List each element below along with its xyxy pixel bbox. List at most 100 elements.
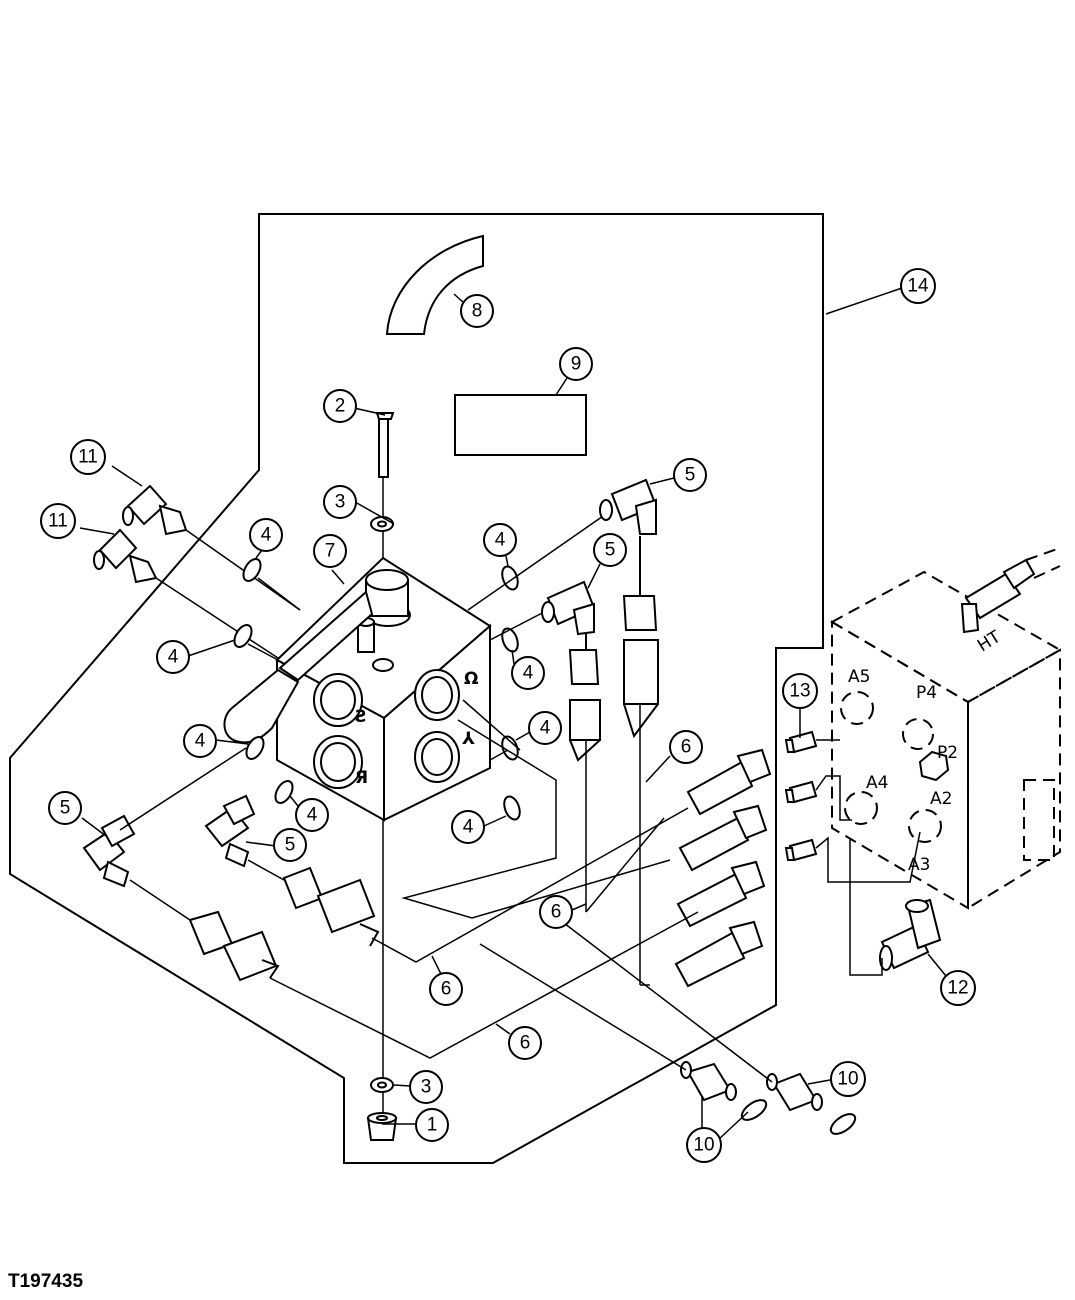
svg-text:10: 10: [837, 1069, 858, 1090]
figure-id: T197435: [8, 1271, 84, 1292]
bolt: [375, 412, 395, 478]
svg-text:4: 4: [168, 647, 179, 668]
callout-5-a: 5: [673, 458, 707, 492]
svg-text:14: 14: [907, 276, 929, 297]
svg-text:4: 4: [540, 718, 551, 739]
manifold-block: [829, 570, 1063, 910]
ht-elbow-fitting: [960, 547, 1061, 634]
o-ring-4: [274, 780, 294, 804]
o-ring-10-left: [740, 1099, 768, 1121]
port-label-a5: A5: [848, 667, 870, 687]
o-ring-8: [503, 795, 521, 821]
callout-6-b: 6: [539, 895, 573, 929]
callout-14: 14: [900, 268, 936, 304]
callout-4-h: 4: [451, 810, 485, 844]
port-label-p4: P4: [916, 683, 937, 703]
valve-handle: [223, 590, 374, 744]
callout-6-a: 6: [669, 730, 703, 764]
svg-text:4: 4: [495, 530, 506, 551]
elbow-fitting-12: [879, 898, 942, 971]
fitting-a4: [784, 780, 818, 804]
svg-text:6: 6: [441, 979, 452, 1000]
callout-8: 8: [460, 294, 494, 328]
valve-face-mark-top-left: Ƨ: [355, 707, 367, 727]
o-ring-1: [242, 558, 262, 582]
callout-4-e: 4: [483, 523, 517, 557]
callout-6-c: 6: [429, 972, 463, 1006]
hose-left-2: [282, 866, 380, 947]
callout-13: 13: [782, 673, 818, 709]
elbow-fitting-5-top: [599, 478, 658, 535]
callout-4-d: 4: [295, 798, 329, 832]
svg-text:11: 11: [48, 511, 68, 532]
callout-5-b: 5: [593, 533, 627, 567]
callout-3-bottom: 3: [409, 1070, 443, 1104]
svg-text:5: 5: [60, 798, 71, 819]
o-ring-6: [501, 627, 519, 653]
callout-6-d: 6: [508, 1026, 542, 1060]
callout-2: 2: [323, 389, 357, 423]
callout-9: 9: [559, 347, 593, 381]
callout-10-right: 10: [830, 1061, 866, 1097]
valve-face-mark-bottom-left: Я: [355, 768, 368, 788]
svg-text:4: 4: [463, 817, 474, 838]
leader-lines: [79, 287, 947, 1141]
valve-face-mark-bottom-right: ⅄: [462, 729, 475, 749]
svg-text:5: 5: [605, 540, 616, 561]
svg-text:4: 4: [307, 805, 318, 826]
o-ring-3: [245, 736, 265, 760]
svg-text:6: 6: [681, 737, 692, 758]
hose-vertical-1: [568, 634, 601, 912]
callout-3-top: 3: [323, 485, 357, 519]
callout-11-upper: 11: [70, 439, 106, 475]
hose-left-1: [188, 910, 280, 982]
svg-text:3: 3: [335, 492, 346, 513]
port-label-a2: A2: [930, 789, 952, 809]
callout-4-c: 4: [183, 724, 217, 758]
svg-text:5: 5: [285, 835, 296, 856]
o-ring-2: [233, 624, 253, 648]
fitting-11-upper: [122, 484, 188, 536]
callout-4-b: 4: [156, 640, 190, 674]
callout-5-c: 5: [48, 791, 82, 825]
svg-text:2: 2: [335, 396, 346, 417]
hose-right-4: [674, 920, 764, 988]
fitting-11-lower: [93, 528, 158, 584]
valve-face-mark-top-right: Ω: [464, 669, 478, 689]
svg-text:12: 12: [947, 978, 968, 999]
svg-text:11: 11: [78, 447, 98, 468]
callout-10-left: 10: [686, 1127, 722, 1163]
port-label-p2: P2: [937, 743, 958, 763]
valve-block: [275, 556, 492, 822]
svg-text:1: 1: [427, 1115, 438, 1136]
kit-boundary-outline: [9, 213, 824, 1164]
svg-text:4: 4: [195, 731, 206, 752]
fitting-10-right: [766, 1072, 823, 1112]
svg-text:9: 9: [571, 354, 582, 375]
svg-text:13: 13: [789, 681, 810, 702]
elbow-fitting-5-mid: [541, 580, 596, 636]
callout-4-a: 4: [249, 518, 283, 552]
elbow-fitting-5-left: [82, 814, 136, 888]
callout-11-lower: 11: [40, 503, 76, 539]
callout-4-g: 4: [528, 711, 562, 745]
svg-text:6: 6: [520, 1033, 531, 1054]
o-ring-10-right: [829, 1113, 857, 1135]
svg-text:8: 8: [472, 301, 483, 322]
hose-right-1: [686, 748, 772, 816]
callout-5-d: 5: [273, 828, 307, 862]
decal-arc: [385, 234, 484, 335]
svg-text:4: 4: [523, 663, 534, 684]
fitting-10-left: [680, 1061, 737, 1102]
port-label-a4: A4: [866, 773, 888, 793]
fitting-13: [784, 730, 818, 754]
port-label-a3: A3: [908, 855, 930, 875]
svg-text:6: 6: [551, 902, 562, 923]
callout-4-f: 4: [511, 656, 545, 690]
hose-right-2: [678, 804, 768, 872]
hose-vertical-2: [622, 536, 659, 985]
nut: [366, 1112, 398, 1141]
elbow-fitting-5-center: [204, 794, 256, 868]
svg-text:5: 5: [685, 465, 696, 486]
